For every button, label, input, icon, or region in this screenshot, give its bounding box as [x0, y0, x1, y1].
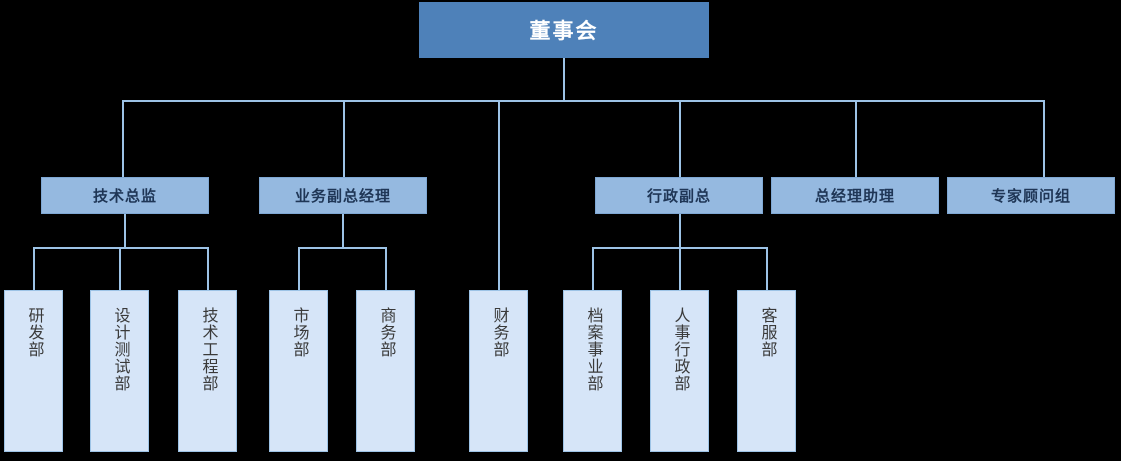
org-node-finance-department[interactable]: 财务部 — [469, 290, 528, 452]
org-node-label: 商务部 — [377, 307, 395, 358]
connector-drop-commerce — [385, 247, 387, 290]
org-node-expert-advisory-group[interactable]: 专家顾问组 — [947, 177, 1115, 214]
connector-drop-finance-direct — [498, 100, 500, 290]
connector-top-bus — [122, 100, 1045, 102]
org-node-rnd-department[interactable]: 研发部 — [4, 290, 63, 452]
org-node-label: 客服部 — [758, 307, 776, 358]
connector-bus-business-vp — [298, 247, 386, 249]
org-node-gm-assistant[interactable]: 总经理助理 — [771, 177, 939, 214]
connector-drop-rnd — [33, 247, 35, 290]
org-node-label: 财务部 — [490, 307, 508, 358]
org-node-marketing-department[interactable]: 市场部 — [269, 290, 328, 452]
org-node-root-label: 董事会 — [529, 20, 599, 43]
org-node-label: 行政副总 — [646, 188, 711, 205]
connector-drop-l2-5 — [1043, 100, 1045, 177]
org-node-label: 技术工程部 — [199, 307, 217, 392]
org-node-label: 业务副总经理 — [294, 188, 391, 205]
org-node-archives-department[interactable]: 档案事业部 — [563, 290, 622, 452]
org-node-label: 技术总监 — [92, 188, 157, 205]
org-node-technical-director[interactable]: 技术总监 — [41, 177, 209, 214]
connector-drop-hr-admin — [679, 247, 681, 290]
org-node-customer-service-department[interactable]: 客服部 — [737, 290, 796, 452]
org-node-label: 档案事业部 — [584, 307, 602, 392]
connector-drop-archives — [592, 247, 594, 290]
org-node-hr-admin-department[interactable]: 人事行政部 — [650, 290, 709, 452]
org-node-label: 专家顾问组 — [990, 188, 1071, 205]
connector-stem-technical-director — [124, 214, 126, 247]
org-node-business-vp[interactable]: 业务副总经理 — [259, 177, 427, 214]
org-node-root[interactable]: 董事会 — [419, 2, 709, 58]
connector-drop-marketing — [298, 247, 300, 290]
org-node-label: 设计测试部 — [111, 307, 129, 392]
org-node-admin-vp[interactable]: 行政副总 — [595, 177, 763, 214]
connector-stem-admin-vp — [679, 214, 681, 247]
org-node-label: 人事行政部 — [671, 307, 689, 392]
connector-drop-l2-2 — [343, 100, 345, 177]
connector-drop-tech-engineering — [207, 247, 209, 290]
org-node-design-test-department[interactable]: 设计测试部 — [90, 290, 149, 452]
connector-root-stem — [563, 58, 565, 102]
connector-drop-customer-service — [766, 247, 768, 290]
connector-drop-l2-4 — [855, 100, 857, 177]
org-node-label: 市场部 — [290, 307, 308, 358]
org-node-tech-engineering-department[interactable]: 技术工程部 — [178, 290, 237, 452]
connector-drop-l2-3 — [679, 100, 681, 177]
org-node-commerce-department[interactable]: 商务部 — [356, 290, 415, 452]
connector-drop-l2-1 — [122, 100, 124, 177]
connector-stem-business-vp — [342, 214, 344, 247]
org-node-label: 总经理助理 — [814, 188, 895, 205]
org-node-label: 研发部 — [25, 307, 43, 358]
connector-drop-design-test — [119, 247, 121, 290]
